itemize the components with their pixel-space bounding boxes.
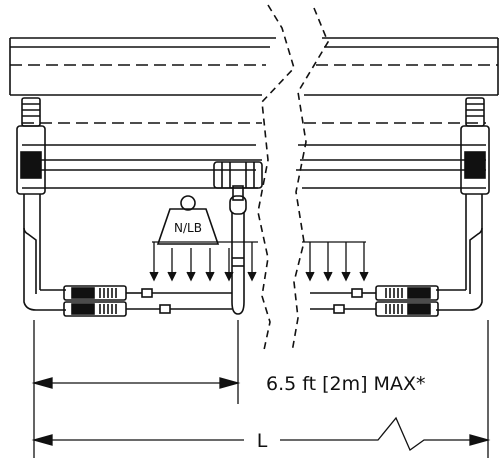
center-clamp: [213, 161, 263, 315]
max-span-label: 6.5 ft [2m] MAX*: [266, 373, 425, 395]
lower-rail: [22, 122, 486, 189]
right-end-fitting: [436, 97, 490, 311]
weight-icon: [156, 195, 220, 245]
left-connector: [63, 285, 232, 317]
load-arrows: [149, 241, 369, 282]
upper-rail: [9, 37, 499, 96]
length-label: L: [257, 430, 268, 452]
break-lines: [257, 4, 329, 353]
right-connector: [310, 285, 439, 317]
weight-label: N/LB: [174, 221, 202, 235]
dimension-lines: [31, 320, 491, 458]
left-end-fitting: [16, 97, 66, 311]
